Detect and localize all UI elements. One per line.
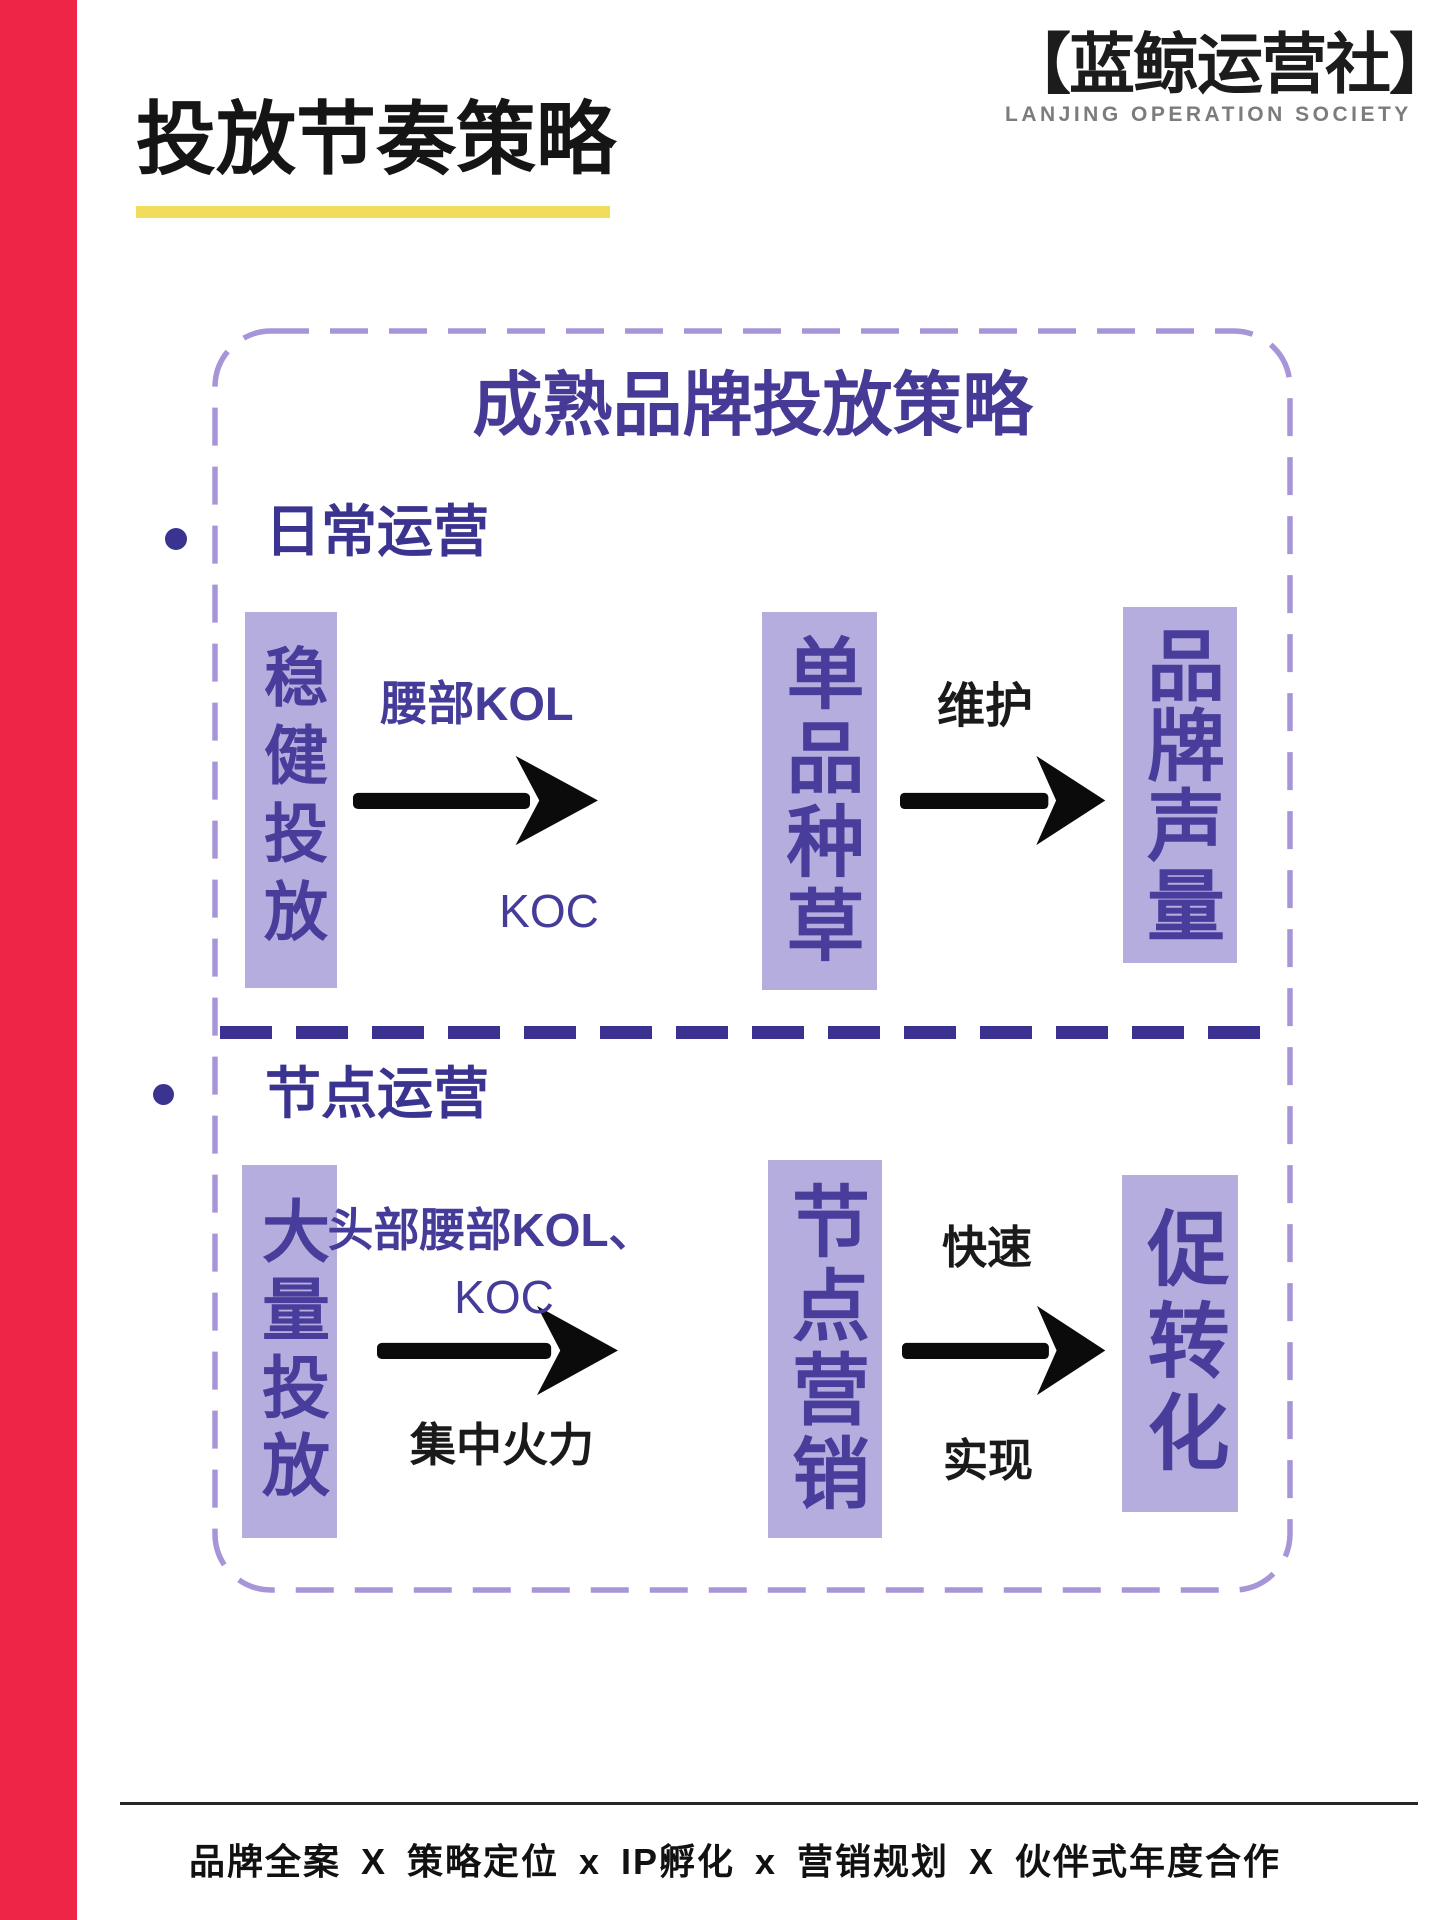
section-label-node: 节点运营 (265, 1062, 489, 1125)
arrow-label-waist-kol: 腰部KOL (380, 677, 574, 730)
arrow-label-fast: 快速 (941, 1222, 1033, 1273)
brand-logo: 【蓝鲸运营社】 LANJING OPERATION SOCIETY (1005, 27, 1436, 127)
arrow-label-maintain: 维护 (936, 680, 1034, 733)
strategy-panel (212, 328, 1293, 1593)
arrow-label-head-waist-kol: 头部腰部KOL、 (327, 1204, 655, 1256)
left-accent-bar (0, 0, 77, 1920)
footer-services-text: 品牌全案 X 策略定位 x IP孵化 x 营销规划 X 伙伴式年度合作 (188, 1841, 1282, 1882)
bullet-icon (153, 1084, 174, 1105)
arrow-right-icon (900, 755, 1106, 846)
arrow-label-koc: KOC (499, 885, 599, 937)
flow-box-boost-conversion: 促转化 (1122, 1175, 1238, 1512)
section-label-daily: 日常运营 (265, 500, 489, 563)
brand-logo-subtitle: LANJING OPERATION SOCIETY (1005, 103, 1412, 127)
page-title: 投放节奏策略 (136, 95, 616, 184)
arrow-right-icon (902, 1305, 1106, 1396)
arrow-label-realize: 实现 (942, 1435, 1034, 1486)
arrow-label-koc: KOC (454, 1271, 554, 1323)
section-separator (220, 1026, 1270, 1039)
flow-box-node-marketing: 节点营销 (768, 1160, 882, 1538)
flow-box-steady-placement: 稳健投放 (245, 612, 337, 988)
arrow-right-icon (377, 1305, 618, 1396)
flow-box-mass-placement: 大量投放 (242, 1165, 337, 1538)
dashed-border-icon (212, 328, 1293, 1593)
flow-box-single-product-seeding: 单品种草 (762, 612, 877, 990)
footer-divider (120, 1802, 1418, 1805)
panel-title: 成熟品牌投放策略 (472, 366, 1033, 444)
title-underline (136, 206, 610, 218)
bullet-icon (165, 528, 187, 550)
arrow-label-concentrated-fire: 集中火力 (410, 1419, 594, 1471)
brand-logo-cjk: 【蓝鲸运营社】 (1005, 27, 1436, 101)
arrow-right-icon (353, 755, 598, 846)
flow-box-brand-voice: 品牌声量 (1123, 607, 1237, 963)
